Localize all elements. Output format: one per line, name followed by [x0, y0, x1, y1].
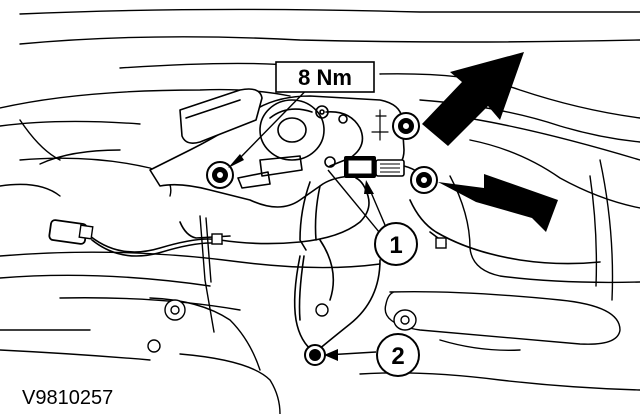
figure-reference-code: V9810257 — [22, 387, 113, 409]
torque-spec-label: 8 Nm — [275, 61, 375, 93]
panel-holes — [147, 299, 417, 353]
torque-value-text: 8 Nm — [298, 65, 352, 90]
callout-1: 1 — [374, 222, 418, 266]
harness-clip — [211, 233, 447, 249]
pointer-arrow-right — [438, 174, 558, 232]
mounting-bolt-left — [206, 161, 234, 189]
pigtail-connector-left — [48, 219, 94, 245]
callout-1-number: 1 — [389, 232, 402, 259]
wiring-harness — [89, 177, 601, 353]
pointer-arrow-top-right — [422, 52, 524, 146]
ground-terminal — [304, 344, 326, 366]
callout-2: 2 — [376, 333, 420, 377]
callout-2-number: 2 — [391, 343, 404, 370]
mounting-bolt-bottom-right — [410, 166, 438, 194]
mounting-bolt-top-right — [392, 112, 420, 140]
